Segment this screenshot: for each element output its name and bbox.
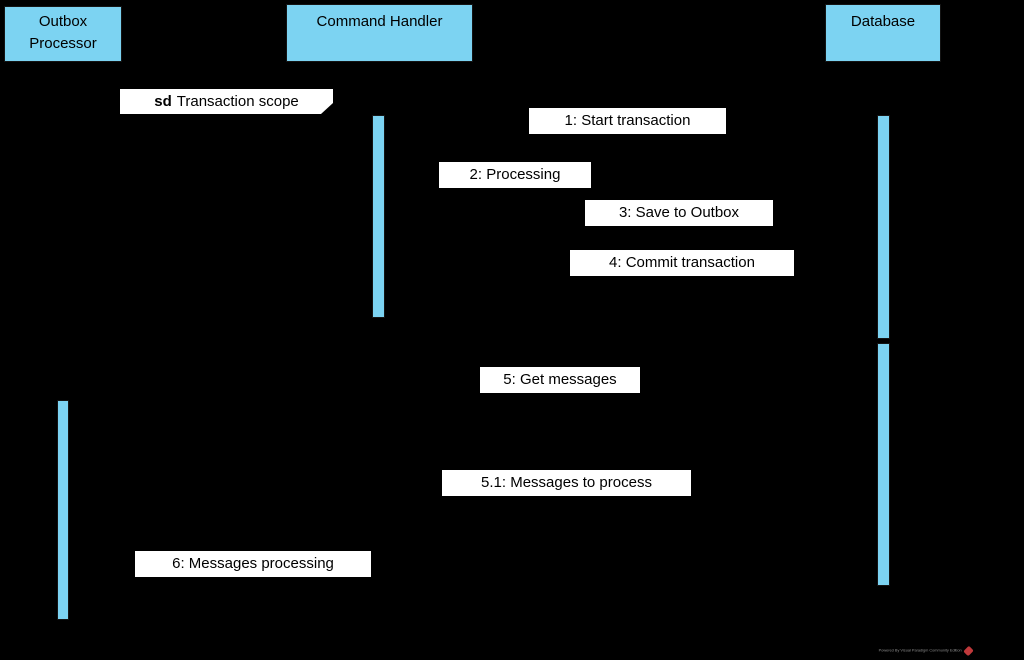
activation-bar-command-handler [372, 115, 385, 318]
message-label-get-messages: 5: Get messages [480, 367, 640, 393]
message-label-save-to-outbox: 3: Save to Outbox [585, 200, 773, 226]
actor-box-outbox-processor: Outbox Processor [4, 6, 122, 62]
activation-bar-outbox-processor [57, 400, 69, 620]
activation-bar-database-2 [877, 343, 890, 586]
sd-frame-label: sd Transaction scope [120, 89, 333, 114]
frame-keyword: sd [154, 93, 172, 110]
activation-bar-database-1 [877, 115, 890, 339]
message-label-messages-to-process: 5.1: Messages to process [442, 470, 691, 496]
actor-box-command-handler: Command Handler [286, 4, 473, 62]
frame-title: Transaction scope [176, 93, 299, 110]
actor-box-database: Database [825, 4, 941, 62]
message-label-messages-processing: 6: Messages processing [135, 551, 371, 577]
message-label-commit-transaction: 4: Commit transaction [570, 250, 794, 276]
watermark-text: Powered By Visual Paradigm Community Edi… [879, 649, 962, 653]
visual-paradigm-logo-icon [963, 645, 974, 657]
watermark: Powered By Visual Paradigm Community Edi… [832, 645, 974, 657]
message-label-start-transaction: 1: Start transaction [529, 108, 726, 134]
message-label-processing: 2: Processing [439, 162, 591, 188]
